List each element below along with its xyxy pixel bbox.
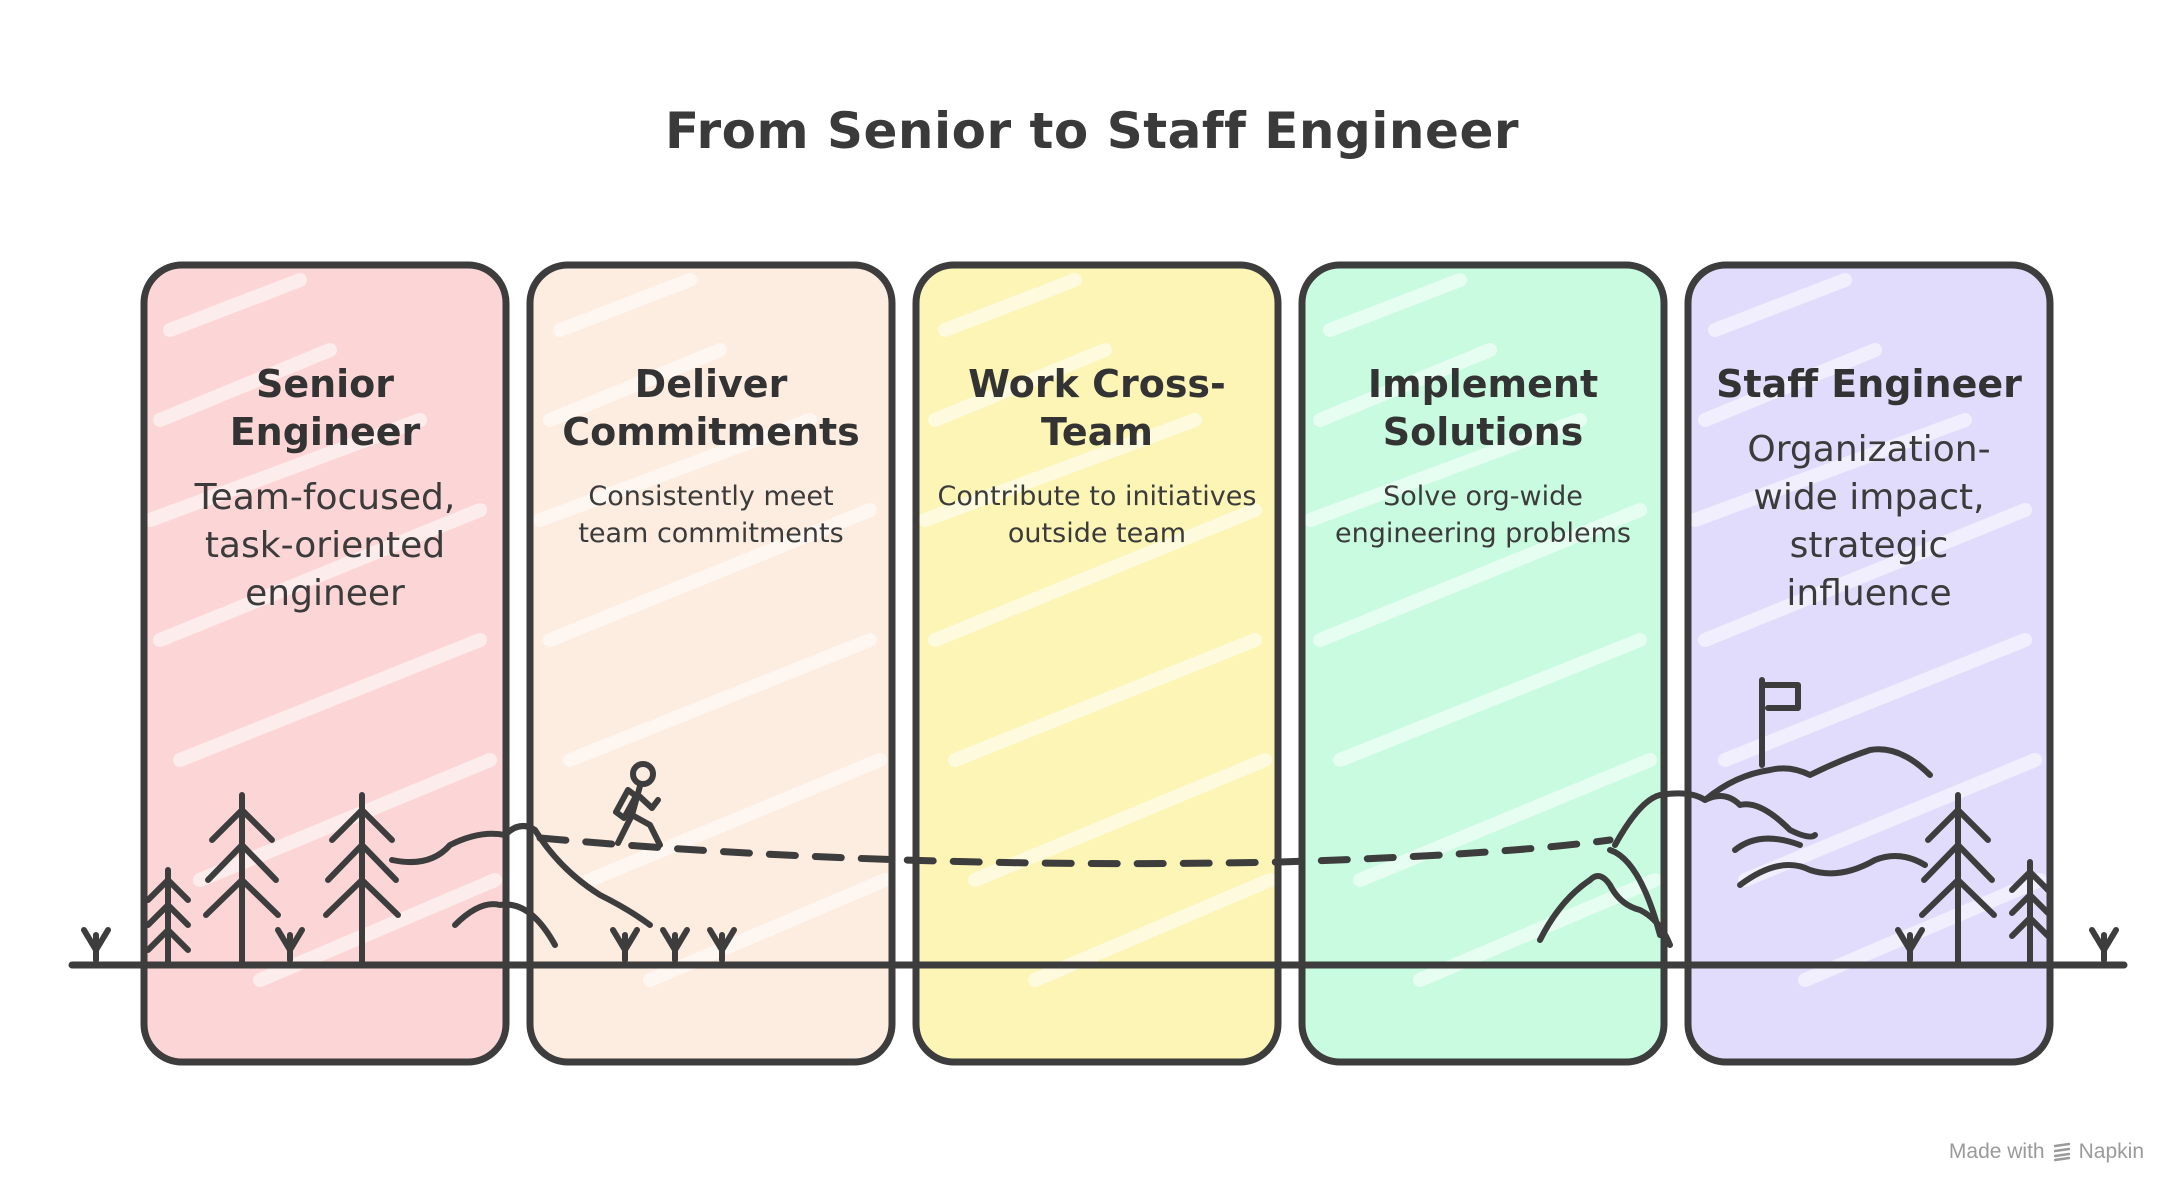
stage-title: Work Cross-Team bbox=[968, 362, 1226, 454]
card-border-1 bbox=[140, 261, 510, 1066]
card-border-3 bbox=[912, 261, 1282, 1066]
stage-title: Deliver Commitments bbox=[562, 362, 860, 454]
grass-sprout-icon bbox=[707, 927, 737, 963]
pine-tree-icon bbox=[145, 867, 191, 968]
grass-sprout-icon bbox=[610, 927, 640, 963]
stage-staff-engineer: Staff Engineer Organization-wide impact,… bbox=[1709, 360, 2029, 618]
stage-description: Consistently meet team commitments bbox=[578, 481, 844, 549]
grass-sprout-icon bbox=[275, 927, 305, 963]
pine-tree-icon bbox=[203, 792, 281, 968]
pine-tree-icon bbox=[323, 792, 401, 968]
stage-title: Senior Engineer bbox=[229, 362, 421, 454]
stage-description: Contribute to initiatives outside team bbox=[937, 481, 1257, 549]
stage-description: Team-focused, task-oriented engineer bbox=[194, 477, 456, 614]
made-with-label: Made with bbox=[1948, 1140, 2045, 1163]
card-border-2 bbox=[526, 261, 896, 1066]
grass-sprout-icon bbox=[660, 927, 690, 963]
stage-work-cross-team: Work Cross-Team Contribute to initiative… bbox=[937, 360, 1257, 552]
stage-description: Solve org-wide engineering problems bbox=[1335, 481, 1631, 549]
mountain-icon bbox=[389, 823, 653, 948]
card-border-4 bbox=[1298, 261, 1668, 1066]
stage-senior-engineer: Senior Engineer Team-focused, task-orien… bbox=[165, 360, 485, 618]
grass-sprout-icon bbox=[81, 927, 111, 963]
grass-sprout-icon bbox=[2089, 927, 2119, 963]
pine-tree-icon bbox=[1919, 792, 1997, 968]
journey-path bbox=[536, 834, 1614, 868]
stage-description: Organization-wide impact, strategic infl… bbox=[1747, 429, 1991, 614]
mountain-icon bbox=[1537, 790, 1818, 948]
texture-strokes bbox=[143, 273, 2047, 987]
flag-icon bbox=[1759, 677, 1801, 768]
stage-title: Implement Solutions bbox=[1367, 362, 1599, 454]
stage-implement-solutions: Implement Solutions Solve org-wide engin… bbox=[1323, 360, 1643, 552]
stage-deliver-commitments: Deliver Commitments Consistently meet te… bbox=[551, 360, 871, 552]
stage-title: Staff Engineer bbox=[1716, 362, 2022, 406]
card-borders bbox=[140, 261, 2054, 1066]
footer-attribution[interactable]: Made with Napkin bbox=[1949, 1140, 2144, 1164]
diagram-title: From Senior to Staff Engineer bbox=[664, 102, 1520, 160]
hiker-icon bbox=[613, 761, 663, 848]
mountain-icon bbox=[1702, 746, 1933, 888]
napkin-brand-label: Napkin bbox=[2078, 1140, 2144, 1163]
grass-sprout-icon bbox=[1895, 927, 1925, 963]
pine-tree-icon bbox=[2009, 859, 2051, 968]
napkin-logo-icon bbox=[2053, 1142, 2070, 1162]
card-border-5 bbox=[1684, 261, 2054, 1066]
